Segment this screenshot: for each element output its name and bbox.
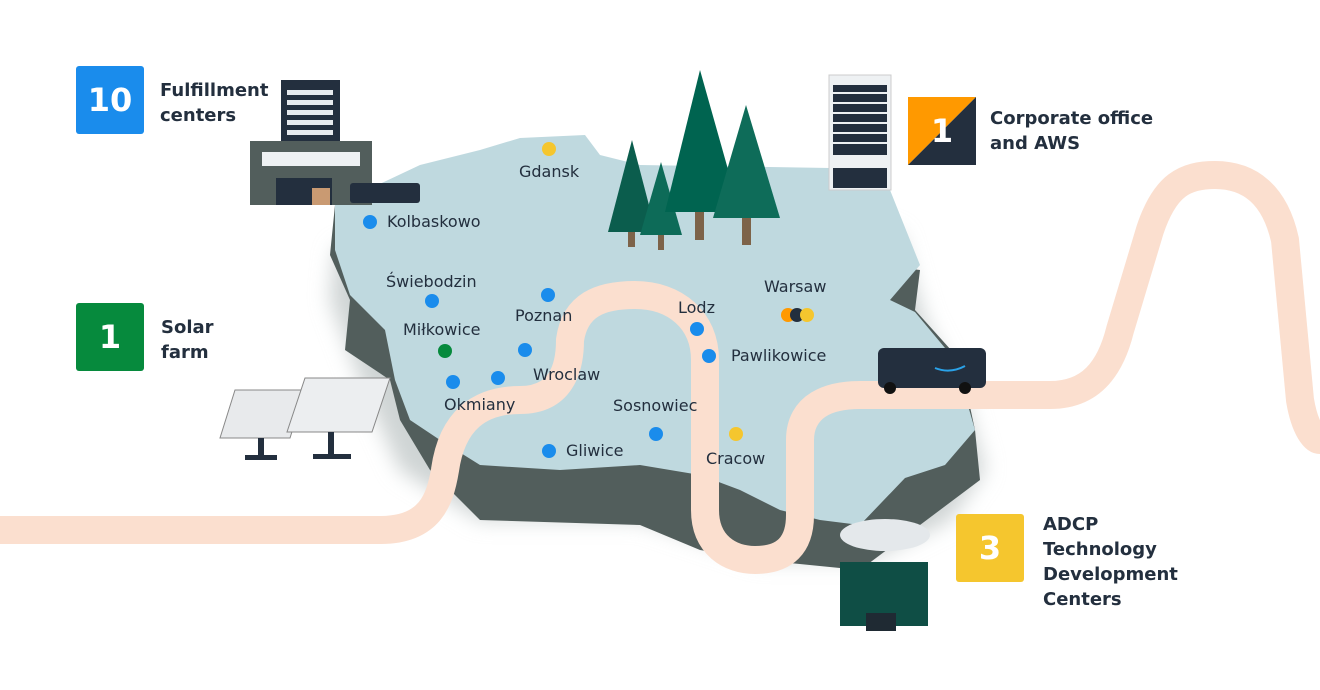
road [0, 160, 1320, 575]
city-label-sosnowiec: Sosnowiec [613, 396, 698, 415]
label-line: Fulfillment [160, 80, 269, 101]
city-label-kolbaskowo: Kolbaskowo [387, 212, 481, 231]
delivery-van-illustration [878, 348, 986, 394]
city-label-pawlikowice: Pawlikowice [731, 346, 827, 365]
city-label-lodz: Lodz [678, 298, 715, 317]
corporate-badge-bg [908, 97, 976, 165]
corporate-count-badge: 1 [908, 97, 976, 165]
label-line: Solar [161, 317, 214, 338]
city-dot-pawlikowice [702, 349, 716, 363]
label-line: Technology [1043, 539, 1157, 560]
city-dot-okmiany-2 [491, 371, 505, 385]
tech-count-badge: 3 [956, 514, 1024, 582]
label-line: ADCP [1043, 514, 1099, 535]
city-label-okmiany: Okmiany [444, 395, 516, 414]
fulfillment-count: 10 [87, 81, 133, 119]
forest-illustration [608, 70, 780, 250]
label-line: and AWS [990, 133, 1081, 154]
city-dot-cracow [729, 427, 743, 441]
city-label-poznan: Poznan [515, 306, 573, 325]
city-dot-warsaw-aws [790, 308, 804, 322]
city-dot-gliwice [542, 444, 556, 458]
city-label-cracow: Cracow [706, 449, 766, 468]
city-label-wroclaw: Wroclaw [533, 365, 601, 384]
city-dot-okmiany [446, 375, 460, 389]
city-label-gliwice: Gliwice [566, 441, 624, 460]
city-dot-poznan [541, 288, 555, 302]
city-label-warsaw: Warsaw [764, 277, 827, 296]
city-dot-gdansk [542, 142, 556, 156]
label-line: farm [161, 342, 209, 363]
warehouse-illustration [250, 80, 420, 205]
city-label-swiebodzin: Świebodzin [386, 272, 477, 291]
corporate-count: 1 [930, 112, 954, 150]
solar-count-badge: 1 [76, 303, 144, 371]
tech-count: 3 [978, 529, 1002, 567]
solar-label: Solar farm [161, 315, 214, 365]
city-dot-swiebodzin [425, 294, 439, 308]
corporate-label: Corporate office and AWS [990, 106, 1153, 156]
data-center-illustration [840, 519, 930, 631]
label-line: Development [1043, 564, 1178, 585]
city-dot-milkowice [438, 344, 452, 358]
city-dot-lodz [690, 322, 704, 336]
fulfillment-label: Fulfillment centers [160, 78, 268, 128]
label-line: Centers [1043, 589, 1122, 610]
city-dot-sosnowiec [649, 427, 663, 441]
solar-panel-illustration [219, 377, 391, 460]
city-dot-warsaw-tech [800, 308, 814, 322]
solar-count: 1 [98, 318, 122, 356]
city-label-gdansk: Gdansk [519, 162, 580, 181]
city-label-milkowice: Miłkowice [403, 320, 481, 339]
label-line: centers [160, 105, 237, 126]
label-line: Corporate office [990, 108, 1154, 129]
city-dot-kolbaskowo [363, 215, 377, 229]
city-dot-wroclaw [518, 343, 532, 357]
fulfillment-count-badge: 10 [76, 66, 144, 134]
office-tower-illustration [828, 74, 892, 191]
